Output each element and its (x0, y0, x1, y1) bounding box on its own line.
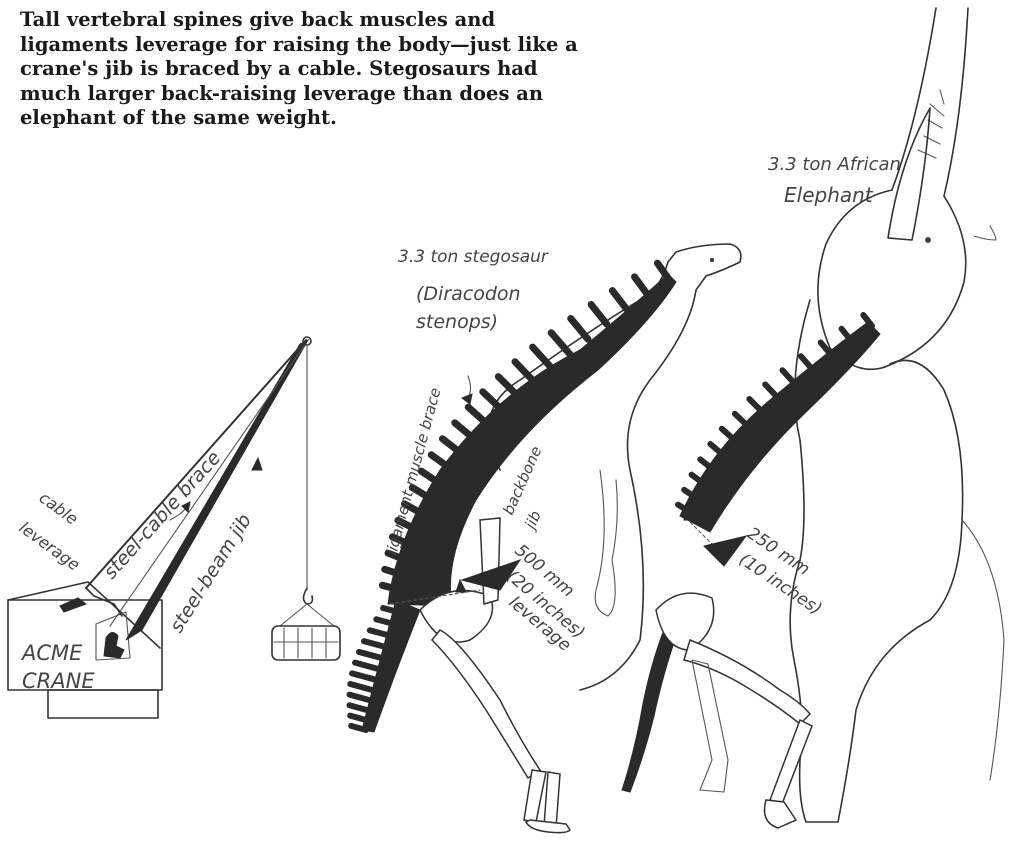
elephant-femur (684, 640, 810, 724)
neural-spine (383, 608, 398, 612)
crane-sling (280, 604, 334, 626)
crane-leverage-bracket (86, 588, 122, 616)
crane-operator-figure (104, 632, 124, 658)
label-elephant-title-2: Elephant (784, 183, 874, 207)
label-stego-species-2: stenops) (416, 311, 498, 333)
label-cable-leverage-2: leverage (16, 518, 84, 575)
elephant-drawing (622, 8, 1004, 828)
stegosaur-forelimb (595, 470, 617, 616)
crane-base (48, 690, 158, 718)
neural-spine (355, 663, 382, 670)
label-crane-name-2: CRANE (22, 669, 95, 693)
neural-spine (351, 726, 366, 730)
elephant-tibia (770, 720, 812, 804)
elephant-lip (974, 226, 996, 240)
neural-spine (571, 319, 588, 340)
label-cable-leverage-1: cable (36, 488, 82, 529)
neural-spine (350, 684, 376, 691)
stegosaur-femur (432, 630, 540, 778)
crane-roof (8, 582, 160, 648)
neural-spine (382, 585, 400, 590)
label-beam-jib: steel-beam jib (166, 510, 256, 637)
neural-spine (612, 291, 626, 309)
neural-spine (591, 305, 607, 325)
neural-spine (842, 329, 853, 342)
brace-arrowhead (462, 394, 472, 404)
stegosaur-ilium-blade (480, 518, 500, 604)
label-backbone-jib-2: jib (520, 508, 545, 533)
label-stego-species-1: (Diracodon (416, 283, 521, 305)
elephant-belly-outline (962, 520, 1004, 780)
neural-spine (349, 695, 373, 702)
stegosaur-eye (710, 258, 714, 262)
stegosaur-fibula (544, 772, 560, 828)
label-elephant-title-1: 3.3 ton African (768, 154, 901, 175)
label-crane-name-1: ACME (20, 641, 83, 665)
crane-steel-beam-jib (126, 340, 308, 640)
stegosaur-foot (526, 820, 570, 833)
neural-spine (635, 277, 647, 294)
elephant-backbone (680, 322, 880, 532)
crane-hook (304, 588, 313, 604)
elephant-foot (765, 800, 797, 828)
crane-cargo-load (272, 626, 340, 660)
jib-arrowhead (252, 458, 262, 470)
label-stego-title: 3.3 ton stegosaur (398, 247, 549, 267)
neural-spine (352, 673, 379, 680)
elephant-hind-leg-outline (692, 660, 728, 792)
elephant-eye (925, 237, 931, 243)
crane-cargo-net (274, 628, 338, 658)
stegosaur-drawing (349, 244, 740, 833)
stegosaur-up-arrowhead (456, 580, 466, 592)
